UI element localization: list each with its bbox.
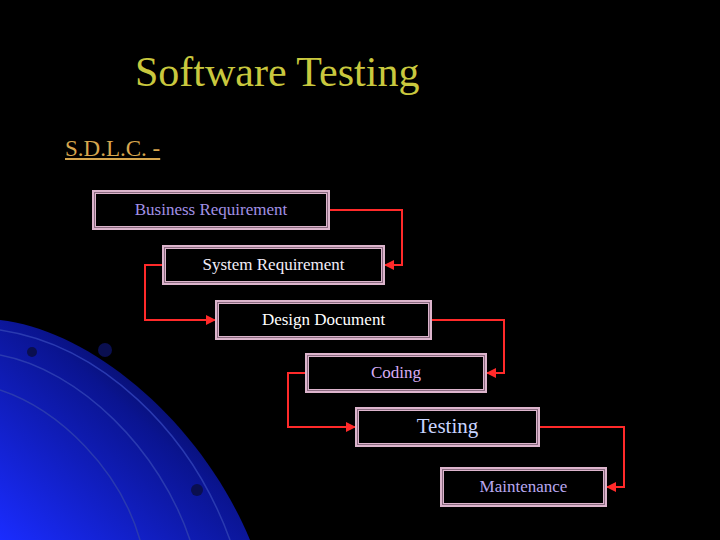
process-box: Testing bbox=[355, 407, 540, 447]
swoosh-shape bbox=[0, 320, 250, 540]
swoosh-dot bbox=[191, 484, 203, 496]
swoosh-dot bbox=[27, 347, 37, 357]
swoosh-arc bbox=[0, 330, 230, 540]
box-text: Business Requirement bbox=[135, 201, 288, 220]
process-box: Design Document bbox=[215, 300, 432, 340]
process-box: Business Requirement bbox=[92, 190, 330, 230]
box-text: Maintenance bbox=[480, 478, 568, 497]
box-text: Coding bbox=[371, 364, 421, 383]
box-text: Testing bbox=[417, 415, 479, 438]
box-text: Design Document bbox=[262, 311, 385, 330]
slide-title: Software Testing bbox=[135, 48, 419, 96]
process-box: System Requirement bbox=[162, 245, 385, 285]
section-label: S.D.L.C. - bbox=[65, 136, 160, 162]
box-text: System Requirement bbox=[202, 256, 344, 275]
swoosh-arc bbox=[0, 355, 190, 540]
process-box: Coding bbox=[305, 353, 487, 393]
swoosh-dot bbox=[98, 343, 112, 357]
swoosh-arc bbox=[0, 390, 140, 540]
process-box: Maintenance bbox=[440, 467, 607, 507]
